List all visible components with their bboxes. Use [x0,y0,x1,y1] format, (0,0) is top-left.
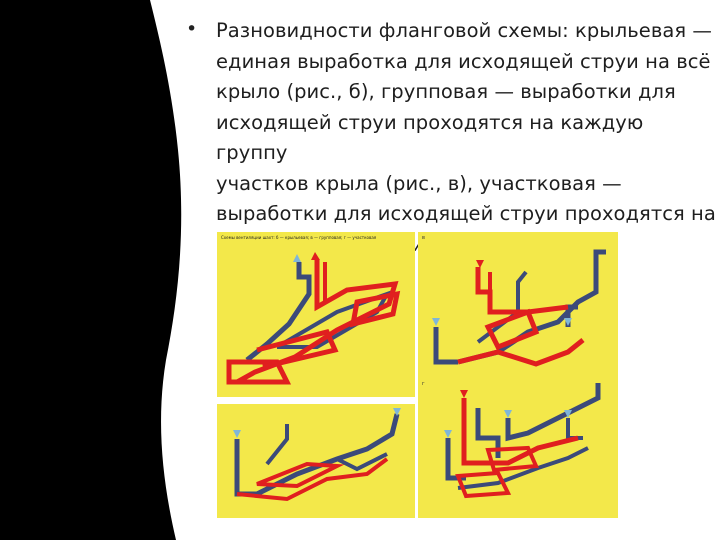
arrow-icon [293,254,301,262]
ventilation-diagram-g-left [233,408,401,502]
left-black-band [0,0,182,540]
ventilation-diagram-g-right [444,383,601,499]
figure-panel-v: в [418,232,618,397]
figure-panel-g-right: г [418,378,618,518]
panel-letter: в [422,235,425,241]
ventilation-diagram-v [432,249,606,367]
figure-panel-g-left [217,404,415,518]
bullet-glyph: • [186,18,198,40]
figure-caption: Схемы вентиляции шахт: б — крыльевая; в … [221,235,377,240]
bullet-point: • Разновидности фланговой схемы: крыльев… [186,16,716,260]
slide-body-text: Разновидности фланговой схемы: крыльевая… [216,19,716,256]
figure-panel-b: Схемы вентиляции шахт: б — крыльевая; в … [217,232,415,397]
panel-letter: г [422,381,425,387]
ventilation-diagram-b [226,252,401,385]
